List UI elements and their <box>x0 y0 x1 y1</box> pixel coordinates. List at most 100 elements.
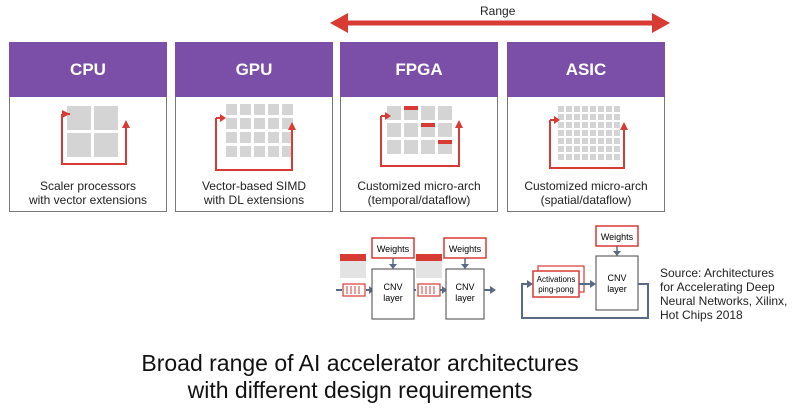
cpu-card: CPU Scaler processors with vector extens… <box>9 42 167 212</box>
grid-cell <box>558 114 564 120</box>
headline: Broad range of AI accelerator architectu… <box>0 350 720 404</box>
grid-cell <box>558 122 564 128</box>
fpga-fabric-icon <box>380 106 463 167</box>
grid-cell <box>606 122 612 128</box>
grid-cell <box>582 114 588 120</box>
grid-cell <box>254 118 265 129</box>
fpga-caption: Customized micro-arch (temporal/dataflow… <box>341 179 497 207</box>
grid-cell <box>606 106 612 112</box>
asic-card: ASIC Customized micro-arch (spatial/data… <box>507 42 665 212</box>
range-arrow <box>330 13 670 33</box>
grid-cell <box>606 146 612 152</box>
fpga-dataflow-diagram: Weights CNV layer Weights CNV layer <box>336 237 496 320</box>
grid-cell <box>606 138 612 144</box>
grid-cell <box>614 154 620 160</box>
cnv-label-1: CNV <box>383 282 402 292</box>
grid-cell <box>598 114 604 120</box>
weights-label-1: Weights <box>377 244 410 254</box>
source-note: Source: Architectures for Accelerating D… <box>660 266 800 322</box>
grid-cell <box>566 114 572 120</box>
cnv-label-3: CNV <box>607 273 626 283</box>
grid-cell <box>590 154 596 160</box>
range-label: Range <box>480 4 516 18</box>
fpga-card-title: FPGA <box>340 42 498 97</box>
line-buffer-icon <box>417 283 441 297</box>
asic-card-title: ASIC <box>507 42 665 97</box>
asic-caption-line2: (spatial/dataflow) <box>540 193 632 207</box>
grid-cell <box>240 118 251 129</box>
grid-cell <box>566 146 572 152</box>
grid-cell <box>268 118 279 129</box>
grid-cell <box>574 138 580 144</box>
gpu-card: GPU Vector-based SIMD with DL extensions <box>175 42 333 212</box>
grid-cell <box>590 138 596 144</box>
cpu-caption-line1: Scaler processors <box>39 179 137 193</box>
gpu-caption-line2: with DL extensions <box>203 193 305 207</box>
cpu-core-grid-icon <box>61 106 130 165</box>
grid-cell <box>254 146 265 157</box>
grid-cell <box>582 130 588 136</box>
grid-cell <box>590 106 596 112</box>
gpu-card-title: GPU <box>175 42 333 97</box>
grid-cell <box>240 104 251 115</box>
asic-systolic-grid-icon <box>549 106 628 169</box>
headline-line2: with different design requirements <box>187 377 533 403</box>
grid-cell <box>566 130 572 136</box>
cnv-layer-box-1 <box>371 268 415 320</box>
grid-cell <box>590 114 596 120</box>
grid-cell <box>598 106 604 112</box>
grid-cell <box>574 154 580 160</box>
fpga-caption-line1: Customized micro-arch <box>357 179 481 193</box>
grid-cell <box>582 154 588 160</box>
grid-cell <box>226 104 237 115</box>
grid-cell <box>582 146 588 152</box>
grid-cell <box>614 130 620 136</box>
grid-cell <box>614 122 620 128</box>
grid-cell <box>282 132 293 143</box>
grid-cell <box>566 122 572 128</box>
grid-cell <box>226 118 237 129</box>
grid-cell <box>606 154 612 160</box>
layer-label-2: layer <box>455 293 475 303</box>
grid-cell <box>590 122 596 128</box>
grid-cell <box>582 138 588 144</box>
grid-cell <box>574 106 580 112</box>
activations-label: Activations <box>537 275 576 284</box>
grid-cell <box>566 138 572 144</box>
grid-cell <box>254 132 265 143</box>
source-line2: for Accelerating Deep <box>660 280 775 294</box>
layer-label-1: layer <box>383 293 403 303</box>
cnv-layer-box-3 <box>595 255 639 311</box>
source-line4: Hot Chips 2018 <box>660 308 743 322</box>
source-line3: Neural Networks, Xilinx, <box>660 294 788 308</box>
grid-cell <box>282 104 293 115</box>
headline-line1: Broad range of AI accelerator architectu… <box>141 350 579 376</box>
cpu-caption-line2: with vector extensions <box>28 193 148 207</box>
grid-cell <box>614 106 620 112</box>
grid-cell <box>254 104 265 115</box>
weights-label-3: Weights <box>601 232 634 242</box>
gpu-caption-line1: Vector-based SIMD <box>201 179 307 193</box>
cnv-layer-box-2 <box>445 268 485 320</box>
grid-cell <box>574 114 580 120</box>
fpga-caption-line2: (temporal/dataflow) <box>367 193 471 207</box>
grid-cell <box>598 154 604 160</box>
cnv-label-2: CNV <box>455 282 474 292</box>
ping-pong-label: ping-pong <box>538 285 574 294</box>
grid-cell <box>558 106 564 112</box>
grid-cell <box>558 138 564 144</box>
grid-cell <box>574 146 580 152</box>
grid-cell <box>558 154 564 160</box>
grid-cell <box>226 132 237 143</box>
grid-cell <box>582 106 588 112</box>
grid-cell <box>240 132 251 143</box>
grid-cell <box>282 118 293 129</box>
grid-cell <box>268 146 279 157</box>
grid-cell <box>590 146 596 152</box>
grid-cell <box>268 132 279 143</box>
grid-cell <box>598 122 604 128</box>
grid-cell <box>574 130 580 136</box>
grid-cell <box>606 130 612 136</box>
line-buffer-icon <box>342 283 366 297</box>
grid-cell <box>598 130 604 136</box>
